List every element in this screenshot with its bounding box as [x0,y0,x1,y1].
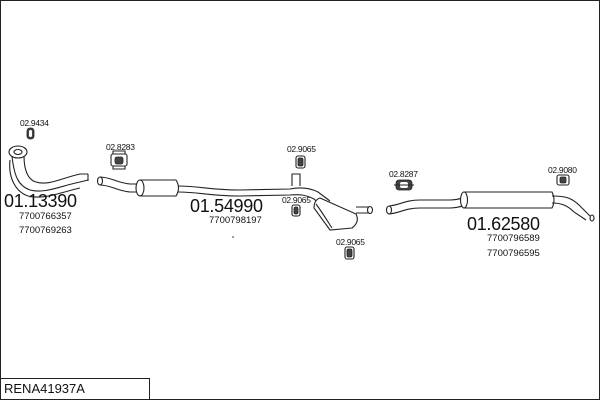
accessory-label: 02.9065 [282,195,311,205]
rubber-mount-icon [291,204,301,217]
oem-number: 7700796595 [487,248,540,259]
part-number: 01.54990 [190,196,263,216]
accessory-label: 02.9065 [287,144,316,154]
rear-silencer [461,191,555,209]
part-number: 01.13390 [4,191,77,211]
accessory-label: 02.9434 [20,118,49,128]
rubber-mount-icon [344,246,355,260]
middle-pipe-part[interactable] [96,176,374,231]
rubber-mount-icon [295,155,306,169]
accessory-label: 02.9065 [336,237,365,247]
clamp-icon [110,150,128,170]
accessory-label: 02.9080 [548,165,577,175]
clamp-icon [394,179,414,191]
middle-rear-silencer [313,197,358,231]
oem-number: 7700798197 [209,215,262,226]
accessory-label: 02.8283 [106,142,135,152]
clamp-icon [26,127,35,140]
rear-pipe-part[interactable] [385,191,595,222]
oem-number: 7700766357 [19,211,72,222]
oem-number: 7700769263 [19,225,72,236]
front-pipe-part[interactable] [8,145,89,198]
oem-number: 7700796589 [487,233,540,244]
accessory-label: 02.8287 [389,169,418,179]
hanger-icon [291,173,301,186]
rubber-mount-icon [556,174,570,186]
diagram-title: RENA41937A [4,381,85,396]
part-number: 01.62580 [467,214,540,234]
